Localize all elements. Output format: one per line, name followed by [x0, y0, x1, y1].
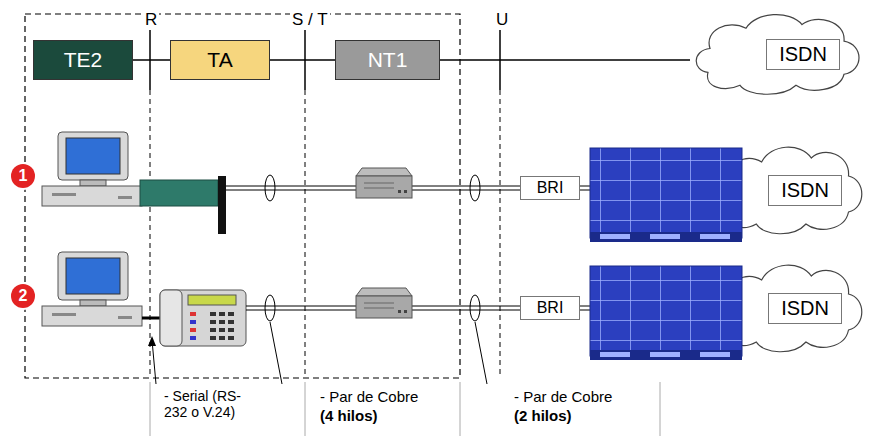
- node-text: ISDN: [766, 39, 840, 70]
- connector: [270, 59, 335, 61]
- isdn-switch: [590, 266, 742, 360]
- text-label: - Par de Cobre: [318, 388, 420, 405]
- node-text: ISDN: [768, 293, 842, 324]
- wire: [246, 295, 590, 321]
- text-label: R: [143, 10, 159, 30]
- te2-box: TE2: [33, 40, 133, 80]
- nt1-device: [356, 288, 412, 318]
- card-bracket: [218, 176, 226, 234]
- isdn-card: [140, 180, 218, 206]
- connector: [440, 59, 690, 61]
- callout-number: 2: [11, 284, 35, 308]
- text-label: S / T: [290, 10, 330, 30]
- text-label: (2 hilos): [512, 407, 574, 424]
- computer: [42, 132, 142, 206]
- ref-line: [500, 90, 501, 378]
- text-label: - Par de Cobre: [512, 388, 614, 405]
- isdn-cloud: ISDN: [690, 8, 866, 100]
- node-text: NT1: [368, 48, 408, 72]
- ref-line: [150, 90, 151, 378]
- leader-line: [152, 322, 487, 384]
- callout-number: 1: [11, 164, 35, 188]
- isdn-switch: [590, 148, 742, 242]
- text-label: U: [494, 10, 510, 30]
- text-label: (4 hilos): [318, 407, 380, 424]
- leader-head: [148, 336, 156, 346]
- text-label: - Serial (RS-232 o V.24): [162, 388, 248, 420]
- node-text: BRI: [537, 299, 564, 317]
- node-text: ISDN: [768, 175, 842, 206]
- computer: [42, 252, 142, 326]
- node-text: TE2: [64, 48, 103, 72]
- dashed-boundary: [25, 14, 460, 378]
- node-text: TA: [207, 48, 232, 72]
- node-text: BRI: [537, 179, 564, 197]
- nt1-box: NT1: [335, 40, 440, 80]
- separator: [150, 382, 660, 436]
- bri-tag: BRI: [520, 296, 580, 320]
- ref-line: [305, 90, 306, 378]
- wire: [226, 175, 590, 201]
- ta-box: TA: [170, 40, 270, 80]
- ta-phone: [160, 290, 246, 346]
- isdn-cloud: ISDN: [712, 258, 868, 358]
- isdn-cloud: ISDN: [712, 140, 868, 240]
- nt1-device: [356, 168, 412, 198]
- connector: [133, 59, 170, 61]
- serial-cable: [142, 317, 162, 320]
- bri-tag: BRI: [520, 176, 580, 200]
